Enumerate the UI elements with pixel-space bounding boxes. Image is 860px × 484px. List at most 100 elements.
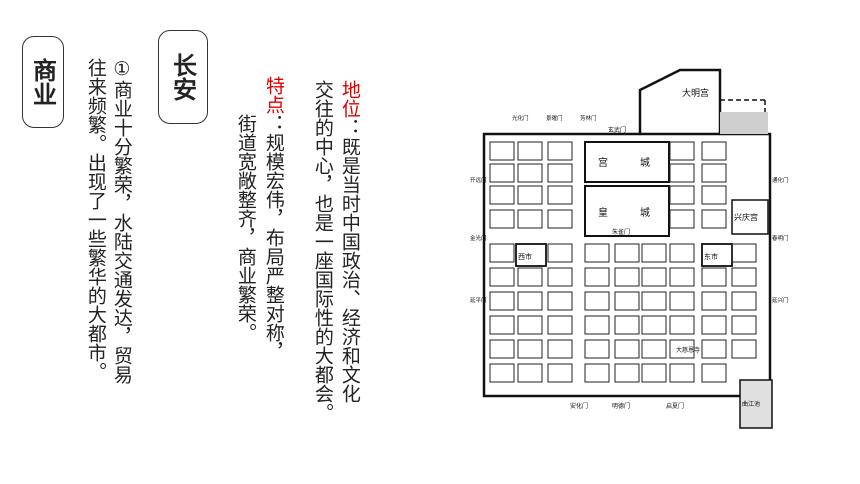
- ward-block: [669, 363, 695, 383]
- ward-block: [701, 163, 727, 183]
- map-label-gong: 宫: [598, 156, 608, 169]
- ward-block: [517, 209, 543, 229]
- gate-guanghua: 光化门: [512, 114, 529, 122]
- ward-block: [489, 243, 515, 263]
- ward-block: [489, 339, 515, 359]
- ward-block: [641, 291, 667, 311]
- position-line-1: 地位：既是当时中国政治、经济和文化: [338, 80, 361, 403]
- gate-fanglin: 芳林门: [580, 114, 597, 122]
- ward-block: [614, 339, 640, 359]
- gate-chunming: 春明门: [772, 234, 789, 242]
- ward-block: [547, 339, 573, 359]
- gate-mingde: 明德门: [612, 402, 630, 410]
- ward-block: [614, 267, 640, 287]
- ward-block: [701, 185, 727, 205]
- gate-yanping: 延平门: [470, 296, 487, 304]
- gate-anhua: 安化门: [570, 402, 588, 410]
- gate-qixia: 启夏门: [666, 402, 684, 410]
- map-label-dayan: 大慈恩寺: [676, 346, 700, 354]
- ward-block: [517, 291, 543, 311]
- position-line-2: 交往的中心，也是一座国际性的大都会。: [311, 80, 334, 422]
- features-text: 规模宏伟，布局严整对称，: [262, 133, 285, 361]
- ward-block: [669, 185, 695, 205]
- ward-block: [701, 363, 727, 383]
- ward-block: [701, 291, 727, 311]
- ward-block: [547, 209, 573, 229]
- ward-block: [669, 339, 695, 359]
- map-label-cheng-2: 城: [640, 207, 650, 219]
- ward-block: [489, 363, 515, 383]
- ward-block: [489, 209, 515, 229]
- features-label: 特点: [262, 76, 285, 114]
- map-label-huang: 皇: [598, 206, 608, 219]
- ward-block: [517, 267, 543, 287]
- gate-jinguang: 金光门: [470, 234, 487, 242]
- ward-block: [669, 141, 695, 161]
- ward-block: [517, 363, 543, 383]
- map-label-xuanwu: 玄武门: [608, 126, 626, 134]
- ward-block: [584, 291, 610, 311]
- ward-block: [614, 243, 640, 263]
- changan-city-map: 大明宫 宫 城 皇 城 兴庆宫 玄武门 朱雀门 西市 东市 大慈恩寺 曲江池 光…: [470, 68, 789, 429]
- ward-block: [641, 339, 667, 359]
- map-label-qujiang: 曲江池: [742, 400, 760, 408]
- ward-block: [731, 243, 757, 263]
- changan-badge-label: 长安: [168, 53, 197, 101]
- ward-block: [614, 315, 640, 335]
- ward-block: [489, 315, 515, 335]
- ward-block: [489, 267, 515, 287]
- ward-block: [731, 339, 757, 359]
- ward-block: [669, 163, 695, 183]
- ward-block: [731, 267, 757, 287]
- ward-block: [489, 185, 515, 205]
- map-label-cheng-1: 城: [640, 157, 650, 169]
- map-label-xishi: 西市: [518, 252, 532, 261]
- ward-block: [584, 339, 610, 359]
- features-line-2: 街道宽敞整齐，商业繁荣。: [234, 114, 257, 342]
- ward-block: [701, 141, 727, 161]
- ward-block: [489, 141, 515, 161]
- ward-block: [547, 363, 573, 383]
- gate-jingyao: 景曜门: [546, 114, 563, 122]
- ward-block: [614, 291, 640, 311]
- ward-block: [517, 339, 543, 359]
- ward-block: [641, 315, 667, 335]
- ward-block: [669, 243, 695, 263]
- commerce-badge-label: 商业: [28, 58, 57, 106]
- position-text: 既是当时中国政治、经济和文化: [338, 137, 361, 403]
- ward-block: [584, 363, 610, 383]
- ward-block: [547, 243, 573, 263]
- commerce-badge: 商业: [22, 36, 64, 128]
- ward-block: [669, 209, 695, 229]
- ward-block: [584, 315, 610, 335]
- ward-block: [489, 291, 515, 311]
- ward-block: [641, 243, 667, 263]
- ward-block: [701, 209, 727, 229]
- ward-block: [641, 267, 667, 287]
- commerce-line-1: ①商业十分繁荣，水陆交通发达，贸易: [110, 58, 133, 384]
- gate-kaiyuan: 开远门: [470, 176, 487, 184]
- ward-block: [517, 315, 543, 335]
- ward-block: [701, 315, 727, 335]
- position-colon: ：: [338, 118, 361, 137]
- ward-block: [669, 315, 695, 335]
- ward-block: [584, 267, 610, 287]
- ward-block: [731, 315, 757, 335]
- ward-block: [489, 163, 515, 183]
- gate-tonghua: 通化门: [772, 176, 789, 184]
- map-label-zhuque: 朱雀门: [612, 228, 630, 236]
- commerce-line-2: 往来频繁。出现了一些繁华的大都市。: [84, 58, 107, 381]
- ward-block: [517, 163, 543, 183]
- ward-grid: [489, 141, 757, 383]
- ward-block: [669, 291, 695, 311]
- changan-badge: 长安: [158, 30, 208, 124]
- ward-block: [669, 267, 695, 287]
- ward-block: [547, 267, 573, 287]
- ward-block: [547, 163, 573, 183]
- ward-block: [547, 291, 573, 311]
- ward-block: [517, 185, 543, 205]
- ward-block: [584, 243, 610, 263]
- ward-block: [547, 185, 573, 205]
- city-map-drawing: [482, 68, 773, 429]
- map-label-dongshi: 东市: [704, 252, 718, 261]
